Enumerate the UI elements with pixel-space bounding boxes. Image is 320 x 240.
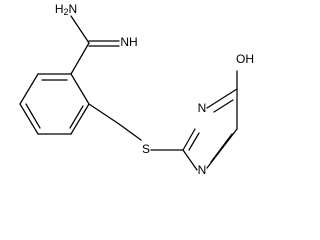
nh2-label-subscript: 2 xyxy=(63,7,68,17)
pyrimidine-top-nitrogen-label: N xyxy=(198,101,207,115)
bond-benzene-5 xyxy=(70,103,90,135)
bond-amidine-to-nh2 xyxy=(70,15,90,44)
bond-pyrimidine-inner-1 xyxy=(188,132,200,151)
bond-ring-to-ch2 xyxy=(88,103,120,125)
bond-benzene-2 xyxy=(19,73,39,105)
nh2-label-tail: N xyxy=(69,2,78,16)
structure-canvas: H2N NH S N N OH xyxy=(19,2,254,178)
bond-ch2-to-s xyxy=(118,123,142,141)
bond-pyrimidine-5 xyxy=(182,149,198,171)
hydroxyl-label: OH xyxy=(236,52,254,66)
molecule-diagram: H2N NH S N N OH xyxy=(19,2,254,177)
bond-pyrimidine-2 xyxy=(206,88,238,109)
bond-benzene-3 xyxy=(19,103,39,135)
bond-benzene-inner-2 xyxy=(25,103,41,129)
bond-pyrimidine-1 xyxy=(182,128,196,151)
sulfur-label: S xyxy=(142,142,150,156)
nh2-label: H2N xyxy=(55,2,77,17)
bond-ring-to-amidine xyxy=(70,42,90,75)
pyrimidine-bottom-nitrogen-label: N xyxy=(198,163,207,177)
imine-label: NH xyxy=(120,35,137,49)
bond-benzene-inner-3 xyxy=(69,105,84,129)
bond-pyrimidine-inner-3 xyxy=(210,133,233,163)
bond-benzene-6 xyxy=(70,73,90,105)
nh2-label-main: H xyxy=(55,2,64,16)
bond-pyrimidine-inner-2 xyxy=(213,99,234,113)
